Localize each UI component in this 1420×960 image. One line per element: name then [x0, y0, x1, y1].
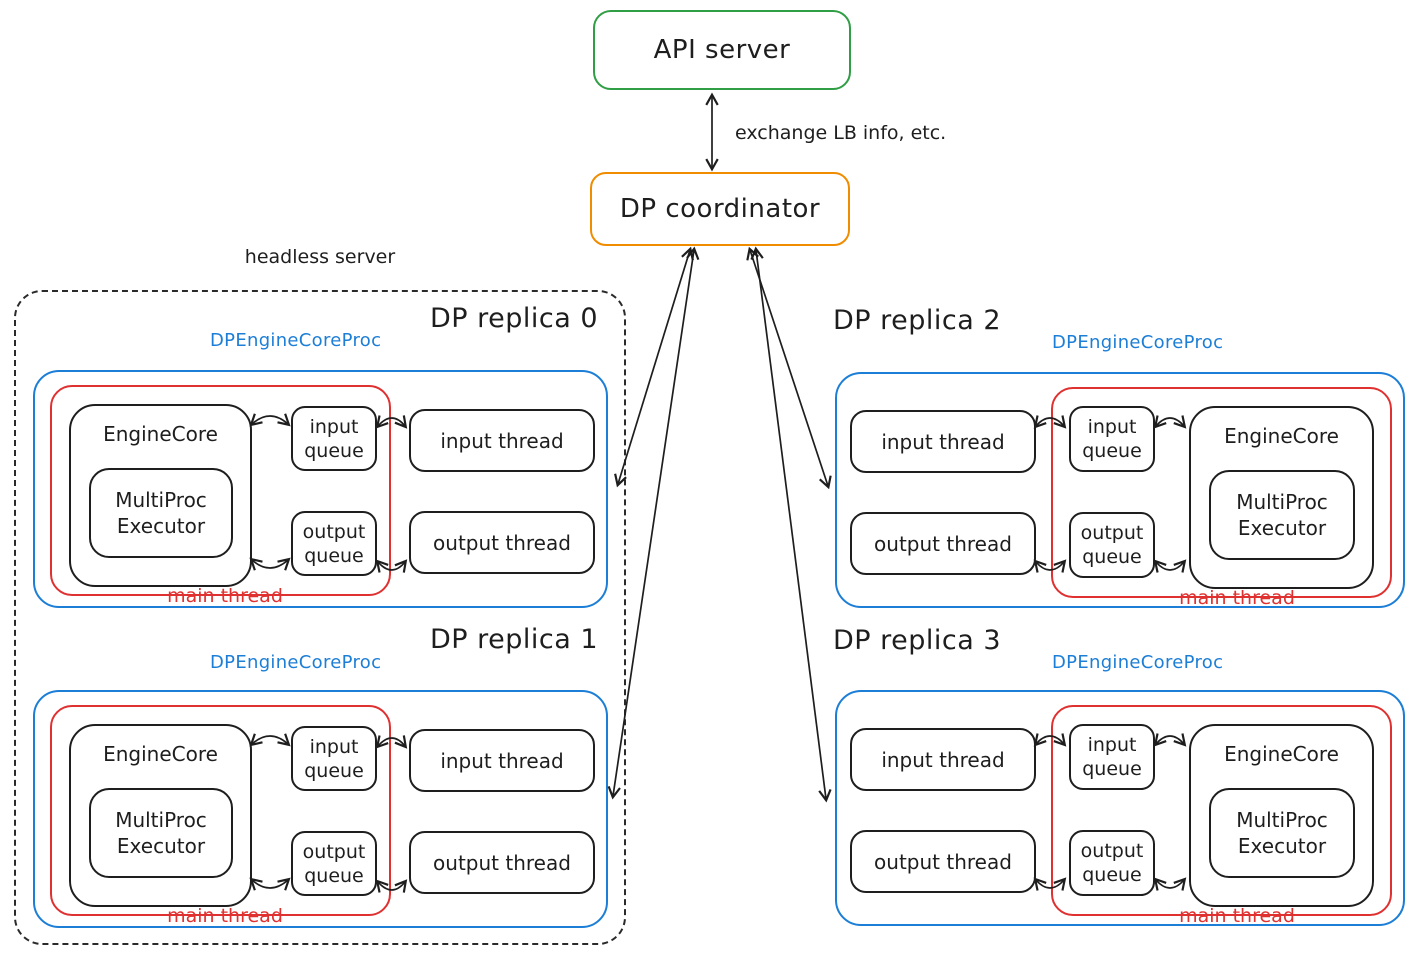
engine-core-label: EngineCore — [103, 422, 218, 446]
output-queue-box: output queue — [1069, 830, 1155, 896]
headless-server-label: headless server — [244, 246, 396, 268]
input-queue-box: input queue — [1069, 724, 1155, 790]
main-thread-boundary — [1051, 387, 1392, 598]
input-queue-box: input queue — [1069, 406, 1155, 472]
replica-2-proc-label: DPEngineCoreProc — [1052, 332, 1224, 353]
dp-replica-1-box: EngineCore MultiProc Executor input queu… — [33, 690, 608, 928]
dp-coordinator-box: DP coordinator — [590, 172, 850, 246]
input-thread-box: input thread — [850, 410, 1036, 473]
input-thread-box: input thread — [409, 729, 595, 792]
output-thread-box: output thread — [850, 512, 1036, 575]
output-thread-box: output thread — [409, 831, 595, 894]
dp-coordinator-label: DP coordinator — [619, 194, 821, 224]
replica-2-title: DP replica 2 — [833, 305, 1002, 336]
engine-core-label: EngineCore — [103, 742, 218, 766]
main-thread-label: main thread — [1179, 905, 1295, 927]
arrow-coordinator-replica3 — [750, 246, 832, 803]
main-thread-label: main thread — [167, 585, 283, 607]
engine-core-label: EngineCore — [1224, 742, 1339, 766]
exchange-lb-label: exchange LB info, etc. — [735, 122, 947, 144]
main-thread-label: main thread — [1179, 587, 1295, 609]
replica-0-title: DP replica 0 — [430, 303, 599, 334]
replica-3-title: DP replica 3 — [833, 625, 1002, 656]
arrow-coordinator-replica0 — [614, 246, 694, 488]
output-thread-box: output thread — [850, 830, 1036, 893]
replica-1-proc-label: DPEngineCoreProc — [210, 652, 382, 673]
output-thread-box: output thread — [409, 511, 595, 574]
input-thread-box: input thread — [850, 728, 1036, 791]
dp-replica-0-box: EngineCore MultiProc Executor input queu… — [33, 370, 608, 608]
input-thread-box: input thread — [409, 409, 595, 472]
main-thread-boundary — [50, 385, 391, 596]
multiproc-executor-box: MultiProc Executor — [89, 788, 233, 878]
replica-3-proc-label: DPEngineCoreProc — [1052, 652, 1224, 673]
dp-replica-3-box: EngineCore MultiProc Executor input queu… — [835, 690, 1405, 927]
output-queue-box: output queue — [291, 831, 377, 896]
output-queue-box: output queue — [291, 511, 377, 576]
input-queue-box: input queue — [291, 726, 377, 791]
input-queue-box: input queue — [291, 406, 377, 471]
dp-replica-2-box: EngineCore MultiProc Executor input queu… — [835, 372, 1405, 609]
main-thread-label: main thread — [167, 905, 283, 927]
arrow-coordinator-replica2 — [746, 246, 832, 490]
engine-core-label: EngineCore — [1224, 424, 1339, 448]
main-thread-boundary — [1051, 705, 1392, 916]
api-server-box: API server — [593, 10, 851, 90]
output-queue-box: output queue — [1069, 512, 1155, 578]
api-server-label: API server — [653, 35, 791, 65]
multiproc-executor-box: MultiProc Executor — [1209, 470, 1355, 560]
multiproc-executor-box: MultiProc Executor — [89, 468, 233, 558]
replica-0-proc-label: DPEngineCoreProc — [210, 330, 382, 351]
multiproc-executor-box: MultiProc Executor — [1209, 788, 1355, 878]
main-thread-boundary — [50, 705, 391, 916]
replica-1-title: DP replica 1 — [430, 624, 599, 655]
